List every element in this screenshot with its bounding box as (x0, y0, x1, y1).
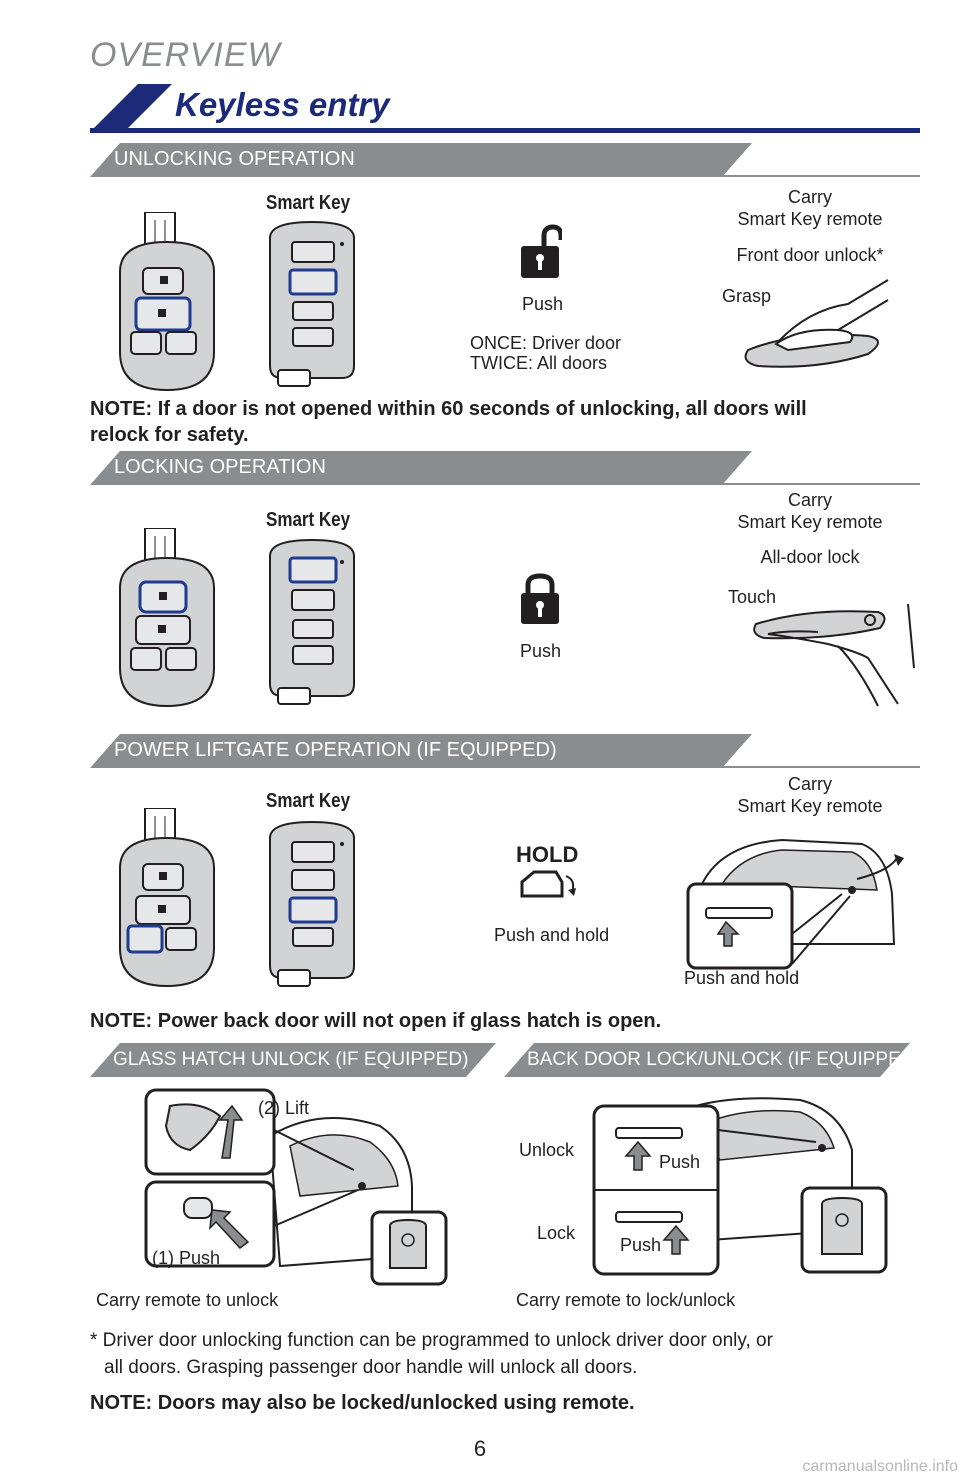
section-bar-liftgate: POWER LIFTGATE OPERATION (IF EQUIPPED) (90, 734, 920, 768)
remote-key-liftgate (119, 808, 215, 988)
page-title: Keyless entry (175, 86, 390, 123)
section-bar-locking: LOCKING OPERATION (90, 451, 920, 485)
remote-key-unlock (119, 212, 215, 392)
section-title: POWER LIFTGATE OPERATION (IF EQUIPPED) (114, 739, 557, 761)
push-lock-label: Push (620, 1235, 662, 1255)
note-glass-hatch: NOTE: Power back door will not open if g… (90, 1010, 662, 1032)
smart-key-label: Smart Key (266, 509, 351, 531)
back-door-illustration (592, 1097, 888, 1276)
suv-rear-liftgate-illustration (686, 838, 904, 970)
section-bars-bottom (90, 1043, 910, 1077)
carry-label: Carry (788, 187, 832, 207)
touch-label: Touch (728, 587, 777, 607)
note-relock-line2: relock for safety. (90, 424, 249, 446)
smart-key-label: Smart Key (266, 790, 351, 812)
lock-label: Lock (537, 1223, 576, 1243)
title-banner (90, 84, 920, 133)
front-door-unlock-label: Front door unlock* (736, 245, 884, 265)
twice-label: TWICE: All doors (470, 353, 608, 373)
push-unlock-label: Push (659, 1152, 701, 1172)
push-and-hold-label: Push and hold (684, 968, 800, 988)
push-label: (1) Push (152, 1248, 221, 1268)
carry-remote-label: Smart Key remote (737, 512, 883, 532)
carry-label: Carry (788, 774, 832, 794)
section-title: UNLOCKING OPERATION (114, 148, 355, 170)
note-relock-line1: NOTE: If a door is not opened within 60 … (90, 398, 807, 420)
smart-key-label: Smart Key (266, 192, 351, 214)
remote-key-lock (119, 528, 215, 708)
grasp-label: Grasp (722, 286, 772, 306)
door-handle-touch-illustration (753, 603, 915, 707)
lift-label: (2) Lift (258, 1098, 310, 1118)
door-handle-grasp-illustration (744, 279, 889, 368)
carry-remote-lock-unlock-label: Carry remote to lock/unlock (516, 1290, 736, 1310)
smart-key-lock (269, 538, 355, 705)
section-title: LOCKING OPERATION (114, 456, 326, 478)
push-label: Push (522, 294, 564, 314)
footnote-line2: all doors. Grasping passenger door handl… (104, 1357, 638, 1378)
section-bar-unlocking: UNLOCKING OPERATION (90, 143, 920, 177)
overview-heading: OVERVIEW (90, 36, 281, 74)
section-title-back-door: BACK DOOR LOCK/UNLOCK (IF EQUIPPED) (527, 1049, 921, 1070)
glass-hatch-illustration (144, 1088, 448, 1286)
hold-label: HOLD (516, 842, 579, 867)
section-title-glass-hatch: GLASS HATCH UNLOCK (IF EQUIPPED) (113, 1049, 469, 1070)
push-and-hold-label: Push and hold (494, 925, 610, 945)
unlock-label: Unlock (519, 1140, 575, 1160)
lock-icon (521, 573, 559, 624)
carry-remote-label: Smart Key remote (737, 209, 883, 229)
once-label: ONCE: Driver door (470, 333, 622, 353)
smart-key-unlock (269, 220, 355, 387)
push-label: Push (520, 641, 562, 661)
watermark: carmanualsonline.info (802, 1458, 958, 1475)
carry-remote-label: Smart Key remote (737, 796, 883, 816)
footnote-line1: * Driver door unlocking function can be … (90, 1330, 773, 1351)
unlock-icon (521, 224, 562, 278)
smart-key-liftgate (269, 820, 355, 987)
all-door-lock-label: All-door lock (760, 547, 860, 567)
liftgate-car-icon (520, 870, 576, 898)
carry-remote-unlock-label: Carry remote to unlock (96, 1290, 279, 1310)
page-number: 6 (473, 1436, 487, 1461)
note-remote: NOTE: Doors may also be locked/unlocked … (90, 1392, 635, 1414)
carry-label: Carry (788, 490, 832, 510)
